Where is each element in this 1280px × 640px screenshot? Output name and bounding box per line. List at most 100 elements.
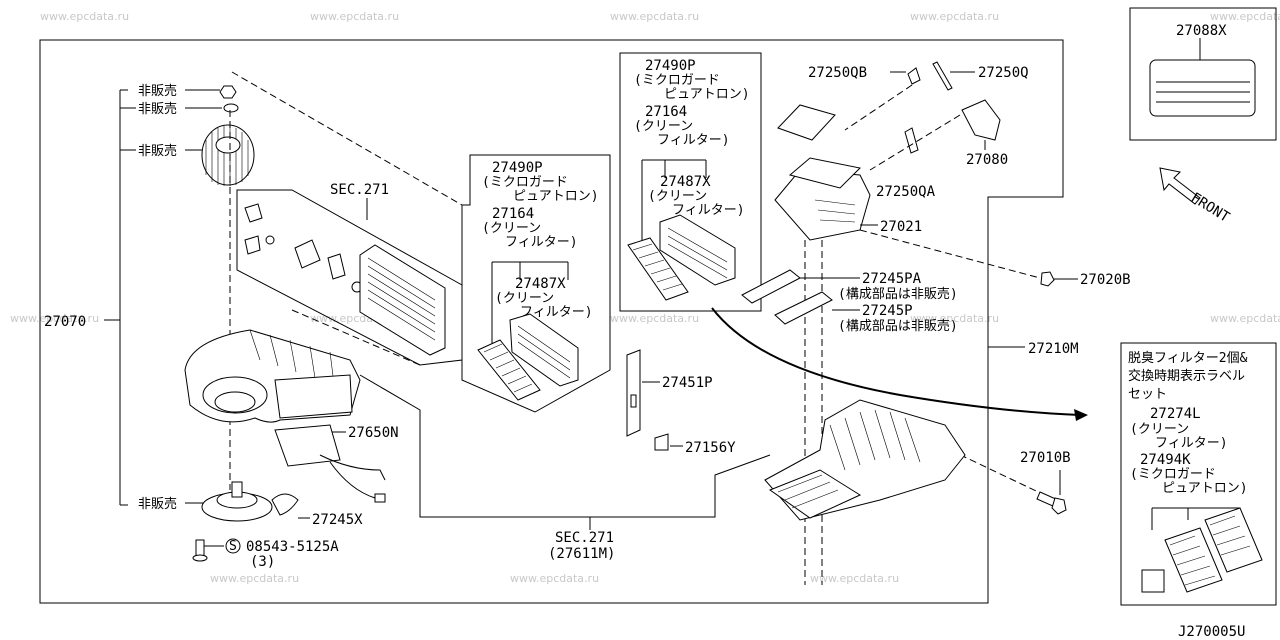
clip-27156y-icon: [654, 433, 669, 451]
kit-desc-line1: 脱臭フィルター2個&: [1128, 351, 1248, 366]
part-27010b-label: 27010B: [1020, 450, 1071, 466]
clean-mid-1: (クリーン: [482, 221, 541, 236]
sec271-bottom-sub: (27611M): [548, 546, 615, 562]
nut-icon: [219, 85, 237, 99]
watermark: www.epcdata.ru: [810, 572, 899, 585]
filter-mesh-mid: [477, 339, 541, 401]
blower-fan-icon: [201, 124, 255, 186]
indicator-label-shape: [1149, 59, 1256, 117]
plate-27245pa-icon: [741, 269, 801, 304]
linkage-parts-icon: [244, 203, 363, 293]
clean-top-2: フィルター): [657, 133, 730, 148]
plate-27245p-icon: [774, 291, 833, 325]
microguard-top-2: ピュアトロン): [664, 87, 750, 102]
diagram-code: J270005U: [1178, 624, 1245, 640]
part-27250qa-label: 27250QA: [876, 184, 936, 200]
clean-top-3: (クリーン: [648, 189, 707, 204]
clean-mid-2: フィルター): [505, 235, 578, 250]
part-27487x-label-1: 27487X: [515, 276, 566, 292]
blower-housing-icon: [184, 329, 361, 423]
watermark: www.epcdata.ru: [210, 572, 299, 585]
upper-case-27021-icon: [774, 104, 871, 241]
filter-kit-box: [1120, 342, 1277, 606]
kit-leader-lines: [1151, 507, 1241, 530]
watermark: www.epcdata.ru: [910, 312, 999, 325]
filter-box-top: [619, 52, 762, 312]
clean-top-1: (クリーン: [634, 119, 693, 134]
watermark: www.epcdata.ru: [610, 312, 699, 325]
watermark: www.epcdata.ru: [1210, 10, 1280, 23]
watermark: www.epcdata.ru: [510, 572, 599, 585]
clean-top-4: フィルター): [672, 203, 745, 218]
evaporator-icon: [359, 244, 446, 356]
part-27070-label: 27070: [44, 314, 86, 330]
nut-27020b-icon: [1040, 271, 1055, 287]
clean-mid-3: (クリーン: [495, 291, 554, 306]
front-label: FRONT: [1188, 190, 1233, 226]
watermark: www.epcdata.ru: [10, 312, 99, 325]
washer-icon: [223, 103, 239, 113]
actuator-27080-icon: [961, 99, 1001, 141]
part-27494k-label: 27494K: [1140, 452, 1191, 468]
bracket-27451p-icon: [626, 349, 641, 437]
rod-27250q-icon: [932, 61, 953, 91]
clean-mid-4: フィルター): [520, 305, 593, 320]
label-part-box: [1129, 7, 1277, 141]
kit-desc-line2: 交換時期表示ラベル: [1128, 368, 1245, 384]
microguard-top-1: (ミクロガード: [634, 73, 720, 88]
link-27250qa-icon: [904, 127, 919, 154]
part-27490p-label-1: 27490P: [492, 160, 543, 176]
part-27164-label-2: 27164: [645, 104, 687, 120]
watermark: www.epcdata.ru: [40, 10, 129, 23]
non-sale-label-3: 非販売: [138, 143, 177, 159]
microguard-text-2: ピュアトロン): [1162, 481, 1248, 496]
s-mark-text: S: [229, 539, 237, 554]
component-non-sale-2: (構成部品は非販売): [838, 318, 958, 334]
part-27451p-label: 27451P: [662, 375, 713, 391]
clamp-icon: [271, 493, 299, 516]
part-27487x-label-2: 27487X: [660, 174, 711, 190]
filter-box-middle: [461, 154, 611, 413]
microguard-mid-1: (ミクロガード: [482, 175, 568, 190]
part-27250q-label: 27250Q: [978, 65, 1029, 81]
watermark: www.epcdata.ru: [610, 10, 699, 23]
arrowhead-icon: [1074, 409, 1088, 421]
lower-case-27210m-icon: [764, 399, 966, 521]
clean-filter-text-1: (クリーン: [1130, 422, 1189, 437]
resistor-icon: [274, 424, 386, 503]
sec271-bottom-label: SEC.271: [555, 530, 614, 546]
microguard-text-1: (ミクロガード: [1130, 467, 1216, 482]
part-27020b-label: 27020B: [1080, 272, 1131, 288]
non-sale-label-1: 非販売: [138, 83, 177, 99]
part-27245pa-label: 27245PA: [862, 271, 922, 287]
label-sticker: [1141, 569, 1165, 593]
part-27164-label-1: 27164: [492, 206, 534, 222]
s-mark-icon: [225, 538, 241, 554]
left-bracket-27070: [104, 89, 128, 506]
kit-desc-line3: セット: [1128, 387, 1167, 402]
non-sale-label-4: 非販売: [138, 496, 177, 512]
part-27245x-label: 27245X: [312, 512, 363, 528]
filter-cartridge-top: [659, 214, 736, 286]
filter-mesh-top: [627, 237, 689, 301]
watermark: www.epcdata.ru: [1210, 312, 1280, 325]
microguard-mid-2: ピュアトロン): [513, 189, 599, 204]
watermark: www.epcdata.ru: [310, 10, 399, 23]
blower-motor-icon: [201, 481, 273, 522]
watermark: www.epcdata.ru: [910, 10, 999, 23]
part-27250qb-label: 27250QB: [808, 65, 867, 81]
part-27156y-label: 27156Y: [685, 440, 736, 456]
part-08543-label: 08543-5125A: [246, 539, 339, 555]
part-27088x-label: 27088X: [1176, 23, 1227, 39]
main-frame: [39, 39, 1064, 604]
part-27080-label: 27080: [966, 152, 1008, 168]
front-arrow-icon: [1159, 167, 1201, 205]
part-27245p-label: 27245P: [862, 303, 913, 319]
part-27210m-label: 27210M: [1028, 341, 1079, 357]
grommet-27250qb-icon: [907, 67, 921, 85]
watermark-layer: www.epcdata.ru www.epcdata.ru www.epcdat…: [10, 10, 1280, 585]
screw-icon: [192, 539, 208, 562]
part-08543-qty: (3): [250, 554, 275, 570]
clean-filter-text-2: フィルター): [1155, 436, 1228, 451]
